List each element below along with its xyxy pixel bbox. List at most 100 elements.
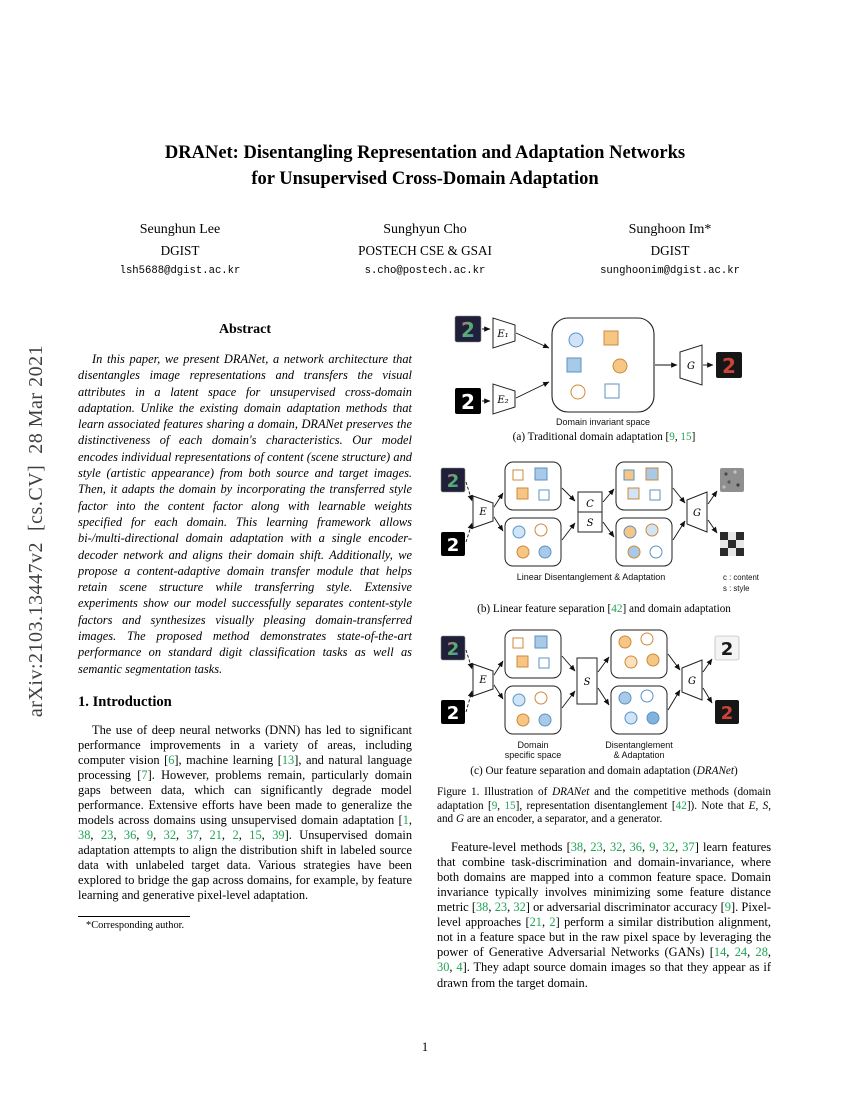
subcaption-c: (c) Our feature separation and domain ad… [470,765,738,777]
disentanglement-adaptation-label-line1: Disentanglement [605,740,673,750]
citation-link[interactable]: 13 [281,753,295,768]
output-image: 2 [716,352,742,378]
disentanglement-adaptation-label-line2: & Adaptation [613,750,664,760]
digit-glyph: 2 [447,471,460,492]
right-column: 2 2 E₁ [437,310,771,991]
generator-label: G [687,361,695,372]
citation-link[interactable]: 21 [209,828,222,843]
circle-features [512,523,552,559]
legend-content: c : content [723,573,760,582]
citation-link[interactable]: 15 [680,431,692,443]
citation-link[interactable]: 4 [456,960,463,975]
subcaption-b: (b) Linear feature separation [42] and d… [477,603,731,615]
citation-link[interactable]: 9 [491,799,498,812]
citation-link[interactable]: 36 [629,840,642,855]
author-affiliation: POSTECH CSE & GSAI [358,243,492,258]
citation-link[interactable]: 9 [724,900,731,915]
citation-link[interactable]: 28 [755,945,768,960]
generator-label: G [688,676,696,687]
citation-link[interactable]: 32 [662,840,676,855]
digit-glyph: 2 [722,354,736,378]
author-2: Sunghyun Cho POSTECH CSE & GSAI s.cho@po… [340,222,510,277]
source-image-color: 2 [440,635,466,661]
author-email: lsh5688@dgist.ac.kr [119,265,241,277]
page-number: 1 [421,1040,429,1054]
generator: G [686,491,708,533]
citation-link[interactable]: 2 [232,828,239,843]
citation-link[interactable]: 42 [675,799,687,812]
mixed-feature-shapes [566,330,628,400]
author-1: Seunghun Lee DGIST lsh5688@dgist.ac.kr [95,222,265,277]
citation-link[interactable]: 24 [734,945,748,960]
author-email: sunghoonim@dgist.ac.kr [600,265,740,277]
arxiv-watermark: arXiv:2103.13447v2 [cs.CV] 28 Mar 2021 [25,344,47,718]
citation-link[interactable]: 9 [146,828,154,843]
circle-features [623,523,663,559]
citation-link[interactable]: 9 [649,840,656,855]
separator-label: S [584,677,591,688]
citation-link[interactable]: 21 [529,915,542,930]
citation-link[interactable]: 36 [123,828,137,843]
citation-link[interactable]: 6 [168,753,175,768]
circle-features [618,632,660,669]
citation-link[interactable]: 37 [682,840,695,855]
encoder-label: E [478,507,487,518]
feature-box-bottom-right [615,517,673,567]
linear-disentanglement-label: Linear Disentanglement & Adaptation [517,572,666,582]
citation-link[interactable]: 39 [272,828,285,843]
citation-link[interactable]: 38 [570,840,584,855]
author-name: Seunghun Lee [139,222,221,237]
citation-link[interactable]: 14 [713,945,727,960]
content-cell-label: C [586,499,594,510]
flow-arrows [465,649,713,713]
citation-link[interactable]: 32 [163,828,177,843]
legend-style: s : style [723,584,749,593]
citation-link[interactable]: 30 [437,960,450,975]
abstract-text: In this paper, we present DRANet, a netw… [78,352,412,676]
domain-specific-space-label-line1: Domain [517,740,548,750]
separator-box: S [576,657,598,705]
subcaption-a: (a) Traditional domain adaptation [9, 15… [512,431,696,443]
digit-glyph: 2 [461,318,475,342]
citation-link[interactable]: 42 [611,603,623,615]
citation-link[interactable]: 7 [141,768,148,783]
author-3: Sunghoon Im* DGIST sunghoonim@dgist.ac.k… [585,222,755,277]
footnote-rule [78,915,190,917]
abstract-heading: Abstract [218,322,272,337]
content-style-separator-box: C S [577,491,603,533]
citation-link[interactable]: 37 [186,828,199,843]
citation-link[interactable]: 38 [78,828,91,843]
citation-link[interactable]: 23 [590,840,603,855]
citation-link[interactable]: 32 [513,900,526,915]
citation-link[interactable]: 23 [494,900,508,915]
citation-link[interactable]: 38 [475,900,489,915]
digit-glyph: 2 [447,703,460,724]
citation-link[interactable]: 15 [504,799,516,812]
citation-link[interactable]: 1 [402,813,409,828]
circle-features [618,689,660,725]
citation-link[interactable]: 9 [669,431,675,443]
title-line-1: DRANet: Disentangling Representation and… [164,143,686,163]
citation-link[interactable]: 32 [609,840,623,855]
author-affiliation: DGIST [650,243,690,258]
corresponding-author-footnote: *Corresponding author. [86,919,185,931]
source-image-color: 2 [454,315,482,343]
author-name: Sunghyun Cho [383,222,467,237]
citation-link[interactable]: 2 [549,915,556,930]
generator: G [679,344,703,386]
figure-panel-b: 2 2 [440,461,760,593]
digit-glyph: 2 [447,639,460,660]
output-image-red-digit: 2 [715,700,739,724]
figure-1-caption: Figure 1. Illustration of DRANet and the… [437,786,772,826]
encoder: E [472,495,494,529]
encoder-1-label: E₁ [496,329,508,340]
generator-label: G [693,508,701,519]
encoder-2-label: E₂ [496,395,508,406]
domain-box-top-left [504,629,562,679]
author-list: Seunghun Lee DGIST lsh5688@dgist.ac.kr S… [95,222,755,277]
feature-box-top-right [615,461,673,511]
citation-link[interactable]: 15 [249,828,262,843]
citation-link[interactable]: 23 [100,828,114,843]
digit-glyph: 2 [461,390,475,414]
introduction-paragraph: The use of deep neural networks (DNN) ha… [78,722,413,903]
